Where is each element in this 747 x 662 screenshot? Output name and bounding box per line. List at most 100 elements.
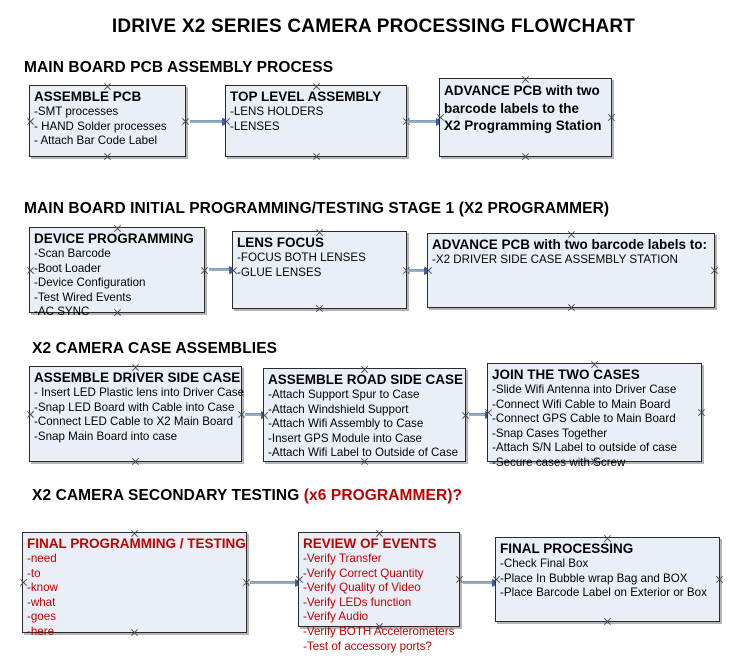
connector-handle-bottom[interactable] xyxy=(521,152,530,161)
box-line: - Insert LED Plastic lens into Driver Ca… xyxy=(34,386,245,399)
connector-handle-bottom[interactable] xyxy=(315,304,324,313)
box-line: -Attach Windshield Support xyxy=(268,402,409,416)
box-final-processing[interactable]: FINAL PROCESSING -Check Final Box -Place… xyxy=(495,537,720,622)
connector-handle-bottom[interactable] xyxy=(312,152,321,161)
box-title: ADVANCE PCB with two barcode labels to: xyxy=(432,237,708,252)
box-line: -Verify Correct Quantity xyxy=(303,566,424,580)
connector-handle-right[interactable] xyxy=(710,266,719,275)
box-line: -know xyxy=(27,581,58,595)
box-line: -Verify BOTH Accelerometers xyxy=(303,624,455,638)
box-line: -Snap LED Board with Cable into Case xyxy=(34,400,235,414)
connector-handle-bottom[interactable] xyxy=(603,617,612,626)
box-final-programming-testing[interactable]: FINAL PROGRAMMING / TESTING -need -to -k… xyxy=(22,532,247,638)
box-line: -Boot Loader xyxy=(34,261,102,275)
box-line: -Attach S/N Label to outside of case xyxy=(492,441,677,455)
box-title-line: X2 Programming Station xyxy=(444,118,602,133)
box-line: -Snap Main Board into case xyxy=(34,429,178,443)
box-line: -Device Configuration xyxy=(34,276,146,290)
connector-handle-right[interactable] xyxy=(715,575,724,584)
box-title: JOIN THE TWO CASES xyxy=(492,367,640,382)
box-lens-focus[interactable]: LENS FOCUS -FOCUS BOTH LENSES -GLUE LENS… xyxy=(232,231,407,309)
box-line: -Check Final Box xyxy=(500,557,589,570)
box-assemble-driver-side-case[interactable]: ASSEMBLE DRIVER SIDE CASE - Insert LED P… xyxy=(29,366,245,462)
arrow-final-programming-to-review-of-events xyxy=(250,578,303,587)
connector-handle-right[interactable] xyxy=(200,266,209,275)
box-line: -Secure cases with Screw xyxy=(492,455,626,469)
arrow-road-side-case-to-join-the-two-cases xyxy=(469,410,493,419)
box-title: ADVANCE PCB with two xyxy=(444,83,600,98)
box-line: -Connect GPS Cable to Main Board xyxy=(492,412,676,426)
box-title: DEVICE PROGRAMMING xyxy=(34,231,194,246)
box-line: -Connect Wifi Cable to Main Board xyxy=(492,397,671,411)
box-join-the-two-cases[interactable]: JOIN THE TWO CASES -Slide Wifi Antenna i… xyxy=(487,363,702,469)
box-line: -Slide Wifi Antenna into Driver Case xyxy=(492,383,677,396)
box-title-line: barcode labels to the xyxy=(444,100,580,116)
box-line: - HAND Solder processes xyxy=(34,119,167,133)
box-title: ASSEMBLE ROAD SIDE CASE xyxy=(268,372,464,387)
box-device-programming[interactable]: DEVICE PROGRAMMING -Scan Barcode -Boot L… xyxy=(29,227,205,318)
box-line: -Place Barcode Label on Exterior or Box xyxy=(500,586,707,600)
box-line: -Scan Barcode xyxy=(34,247,111,260)
section-heading-x2-camera-case-assemblies: X2 CAMERA CASE ASSEMBLIES xyxy=(32,340,277,358)
section-heading-text: X2 CAMERA SECONDARY TESTING xyxy=(32,487,304,504)
arrow-driver-side-to-road-side-case xyxy=(245,410,269,419)
box-line: -Attach Wifi Label to Outside of Case xyxy=(268,446,459,460)
box-top-level-assembly[interactable]: TOP LEVEL ASSEMBLY -LENS HOLDERS -LENSES xyxy=(225,85,407,157)
box-line: - Attach Bar Code Label xyxy=(34,134,158,148)
box-line: -Verify LEDs function xyxy=(303,595,412,609)
box-line: -Attach Wifi Assembly to Case xyxy=(268,417,424,431)
box-line: -FOCUS BOTH LENSES xyxy=(237,251,366,264)
section-heading-x2-camera-secondary-testing: X2 CAMERA SECONDARY TESTING (x6 PROGRAMM… xyxy=(32,487,462,505)
connector-handle-right[interactable] xyxy=(607,113,616,122)
section-heading-main-board-initial-programming-testing-stage-1: MAIN BOARD INITIAL PROGRAMMING/TESTING S… xyxy=(24,200,609,218)
connector-handle-right[interactable] xyxy=(697,408,706,417)
box-line: -Snap Cases Together xyxy=(492,426,608,440)
connector-handle-bottom[interactable] xyxy=(567,303,576,312)
box-assemble-pcb[interactable]: ASSEMBLE PCB -SMT processes - HAND Solde… xyxy=(29,85,186,157)
box-title: ASSEMBLE PCB xyxy=(34,89,142,104)
connector-handle-right[interactable] xyxy=(181,117,190,126)
box-title: FINAL PROCESSING xyxy=(500,541,634,556)
box-line: -Test Wired Events xyxy=(34,290,132,304)
box-line: -X2 DRIVER SIDE CASE ASSEMBLY STATION xyxy=(432,253,678,266)
section-heading-text: MAIN BOARD PCB ASSEMBLY PROCESS xyxy=(24,59,334,76)
section-heading-text: X2 CAMERA CASE ASSEMBLIES xyxy=(32,340,278,357)
box-line: -Verify Quality of Video xyxy=(303,581,421,595)
box-review-of-events[interactable]: REVIEW OF EVENTS -Verify Transfer -Verif… xyxy=(298,532,460,653)
box-title: FINAL PROGRAMMING / TESTING xyxy=(27,536,246,551)
box-line: -Attach Support Spur to Case xyxy=(268,388,420,401)
box-title: ASSEMBLE DRIVER SIDE CASE xyxy=(34,370,241,385)
box-line-overflow: -Test of accessory ports? xyxy=(303,639,432,653)
box-title: LENS FOCUS xyxy=(237,235,325,250)
section-heading-accent: (x6 PROGRAMMER)? xyxy=(303,487,463,504)
page-title: IDRIVE X2 SERIES CAMERA PROCESSING FLOWC… xyxy=(111,16,636,37)
box-line: -what xyxy=(27,595,56,609)
section-heading-text: MAIN BOARD INITIAL PROGRAMMING/TESTING S… xyxy=(24,200,610,217)
box-line: -Insert GPS Module into Case xyxy=(268,431,423,445)
box-line: -Verify Transfer xyxy=(303,552,382,565)
box-title: REVIEW OF EVENTS xyxy=(303,536,437,551)
arrow-top-level-assembly-to-advance-pcb xyxy=(407,117,444,126)
box-line: -Place In Bubble wrap Bag and BOX xyxy=(500,571,688,585)
box-line: -to xyxy=(27,566,41,580)
box-line: -LENS HOLDERS xyxy=(230,105,324,118)
box-line: -SMT processes xyxy=(34,105,119,118)
connector-handle-bottom[interactable] xyxy=(103,152,112,161)
arrow-assemble-pcb-to-top-level-assembly xyxy=(190,117,230,126)
box-line: -Verify Audio xyxy=(303,610,369,624)
box-line: -AC SYNC xyxy=(34,305,90,319)
box-line: -LENSES xyxy=(230,119,280,133)
box-line: -goes xyxy=(27,610,57,624)
arrow-device-programming-to-lens-focus xyxy=(209,265,237,274)
box-advance-pcb-to-driver-side-case-assembly[interactable]: ADVANCE PCB with two barcode labels to: … xyxy=(427,233,715,308)
box-assemble-road-side-case[interactable]: ASSEMBLE ROAD SIDE CASE -Attach Support … xyxy=(263,368,466,462)
box-line: -need xyxy=(27,552,57,565)
arrow-lens-focus-to-advance-pcb-driver-side xyxy=(407,266,432,275)
box-line: -Connect LED Cable to X2 Main Board xyxy=(34,415,234,429)
connector-handle-bottom[interactable] xyxy=(131,457,140,466)
box-advance-pcb-to-x2-programming-station[interactable]: ADVANCE PCB with two barcode labels to t… xyxy=(439,78,612,157)
box-line: -here xyxy=(27,624,55,638)
box-title: TOP LEVEL ASSEMBLY xyxy=(230,89,382,104)
box-line: -GLUE LENSES xyxy=(237,265,322,279)
